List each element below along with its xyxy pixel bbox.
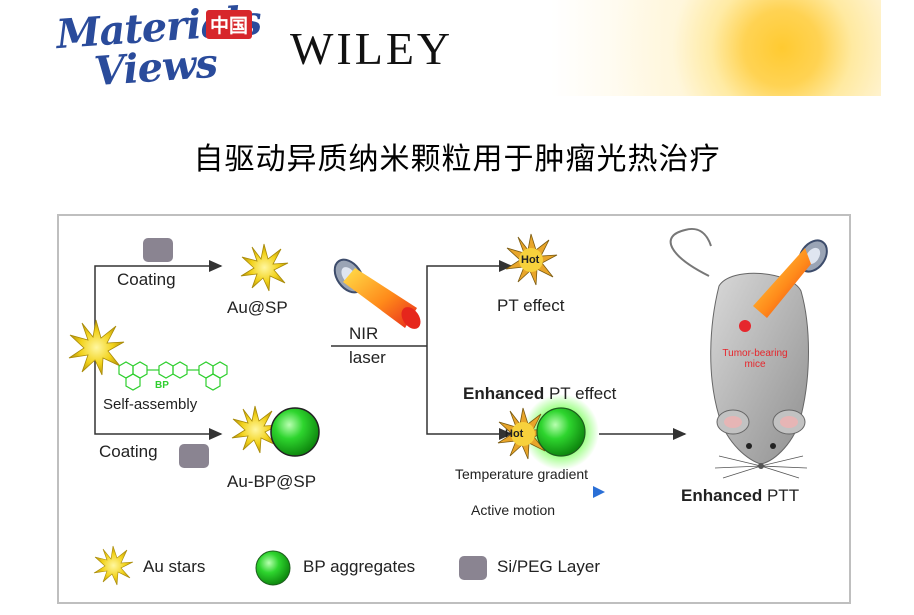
label-hot-top: Hot xyxy=(521,254,540,266)
label-tumor-bearing: Tumor-bearing xyxy=(722,348,788,359)
wiley-logo: WILEY xyxy=(290,23,454,74)
nir-laser-source xyxy=(333,258,421,329)
legend-si-peg-icon xyxy=(459,556,487,580)
label-enhanced-ptt-bold: Enhanced xyxy=(681,486,763,505)
label-pt-effect: PT effect xyxy=(497,296,565,315)
label-coating-bottom: Coating xyxy=(99,442,158,461)
label-active-motion: Active motion xyxy=(471,502,556,518)
logo-line-2: Views xyxy=(92,39,219,96)
si-peg-layer-square-bottom xyxy=(179,444,209,468)
arrow-coating-bottom xyxy=(94,361,223,440)
legend-bp-aggregates: BP aggregates xyxy=(303,557,416,576)
label-enhanced-pt-rest: PT effect xyxy=(544,384,617,403)
label-au-bp-sp: Au-BP@SP xyxy=(227,472,317,491)
arrow-coating-top xyxy=(94,260,223,336)
legend-au-stars: Au stars xyxy=(143,557,206,576)
au-star-left xyxy=(68,319,125,376)
materials-views-logo: Materials Views 中国 xyxy=(55,0,276,96)
header-decoration-image xyxy=(551,0,881,96)
label-hot-bottom: Hot xyxy=(505,428,524,440)
bp-molecule xyxy=(118,361,228,391)
label-laser: laser xyxy=(349,348,386,367)
diagram-graphics xyxy=(68,228,828,586)
label-enhanced-pt-effect: Enhanced PT effect xyxy=(463,384,616,404)
legend-au-star-icon xyxy=(93,545,134,586)
mouse-laser-source xyxy=(753,239,828,318)
label-temperature-gradient: Temperature gradient xyxy=(455,466,589,482)
label-enhanced-ptt: Enhanced PTT xyxy=(681,486,799,506)
si-peg-layer-square-top xyxy=(143,238,173,262)
legend-bp-ball-icon xyxy=(255,550,291,586)
temperature-gradient-arrowhead xyxy=(593,486,605,498)
hot-star-top xyxy=(505,233,558,286)
label-enhanced-bold: Enhanced xyxy=(463,384,545,403)
legend-si-peg-layer: Si/PEG Layer xyxy=(497,557,600,576)
arrow-to-pt-effect xyxy=(426,260,513,346)
label-self-assembly: Self-assembly xyxy=(103,396,198,413)
label-coating-top: Coating xyxy=(117,270,176,289)
arrow-to-enhanced-pt xyxy=(426,346,513,440)
label-bp: BP xyxy=(155,380,169,391)
au-sp-star xyxy=(240,243,289,292)
logo-china-badge: 中国 xyxy=(206,10,253,39)
enhanced-pt-particle xyxy=(497,394,599,470)
label-au-sp: Au@SP xyxy=(227,298,288,317)
tumor-bearing-mouse xyxy=(669,228,809,479)
label-mice: mice xyxy=(744,359,766,370)
au-bp-sp-particle xyxy=(231,405,320,457)
label-nir: NIR xyxy=(349,324,379,343)
diagram-panel: Coating Au@SP BP Self-assembly Coating A… xyxy=(57,214,851,604)
label-enhanced-ptt-rest: PTT xyxy=(762,486,800,505)
page-title: 自驱动异质纳米颗粒用于肿瘤光热治疗 xyxy=(193,142,721,177)
